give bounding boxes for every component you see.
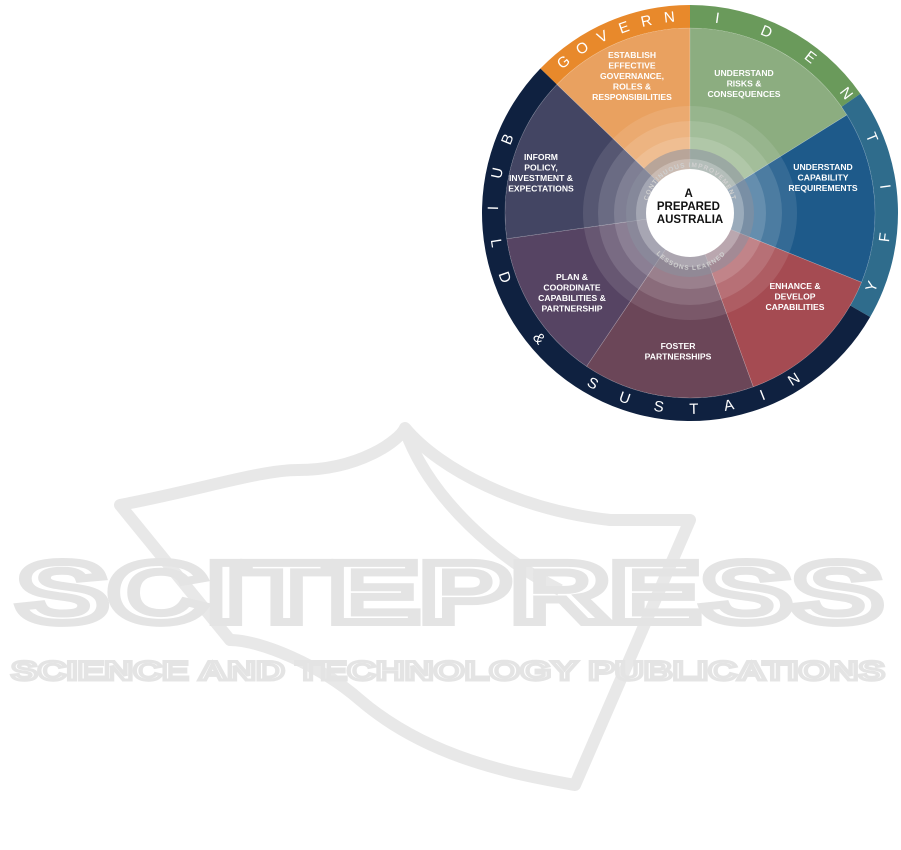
outer-ring-letter: F: [876, 232, 894, 243]
outer-ring-letter: I: [876, 183, 893, 189]
outer-ring-letter: I: [485, 206, 502, 211]
watermark-title: SCITEPRESS: [17, 545, 883, 641]
center-label: A PREPARED AUSTRALIA: [657, 188, 723, 226]
watermark-subtitle: SCIENCE AND TECHNOLOGY PUBLICATIONS: [11, 656, 885, 686]
outer-ring-letter: N: [663, 9, 676, 27]
outer-ring-letter: S: [652, 398, 665, 416]
center-circle: [646, 169, 734, 257]
outer-ring-build-sustain: [482, 68, 871, 421]
outer-ring-letter: L: [487, 238, 505, 249]
outer-ring-identify: [690, 5, 861, 107]
outer-ring-letter: A: [722, 396, 735, 415]
book-logo-outline: [114, 422, 696, 791]
outer-ring-letter: I: [758, 387, 768, 404]
outer-ring-identify-blue: [841, 93, 898, 317]
outer-ring-letter: T: [689, 401, 699, 418]
outer-ring-govern: [540, 5, 690, 85]
outer-ring-letter: U: [488, 166, 507, 180]
outer-ring-letter: I: [714, 10, 720, 27]
outer-ring-letter: R: [639, 12, 653, 31]
outer-ring-letter: U: [617, 388, 633, 408]
